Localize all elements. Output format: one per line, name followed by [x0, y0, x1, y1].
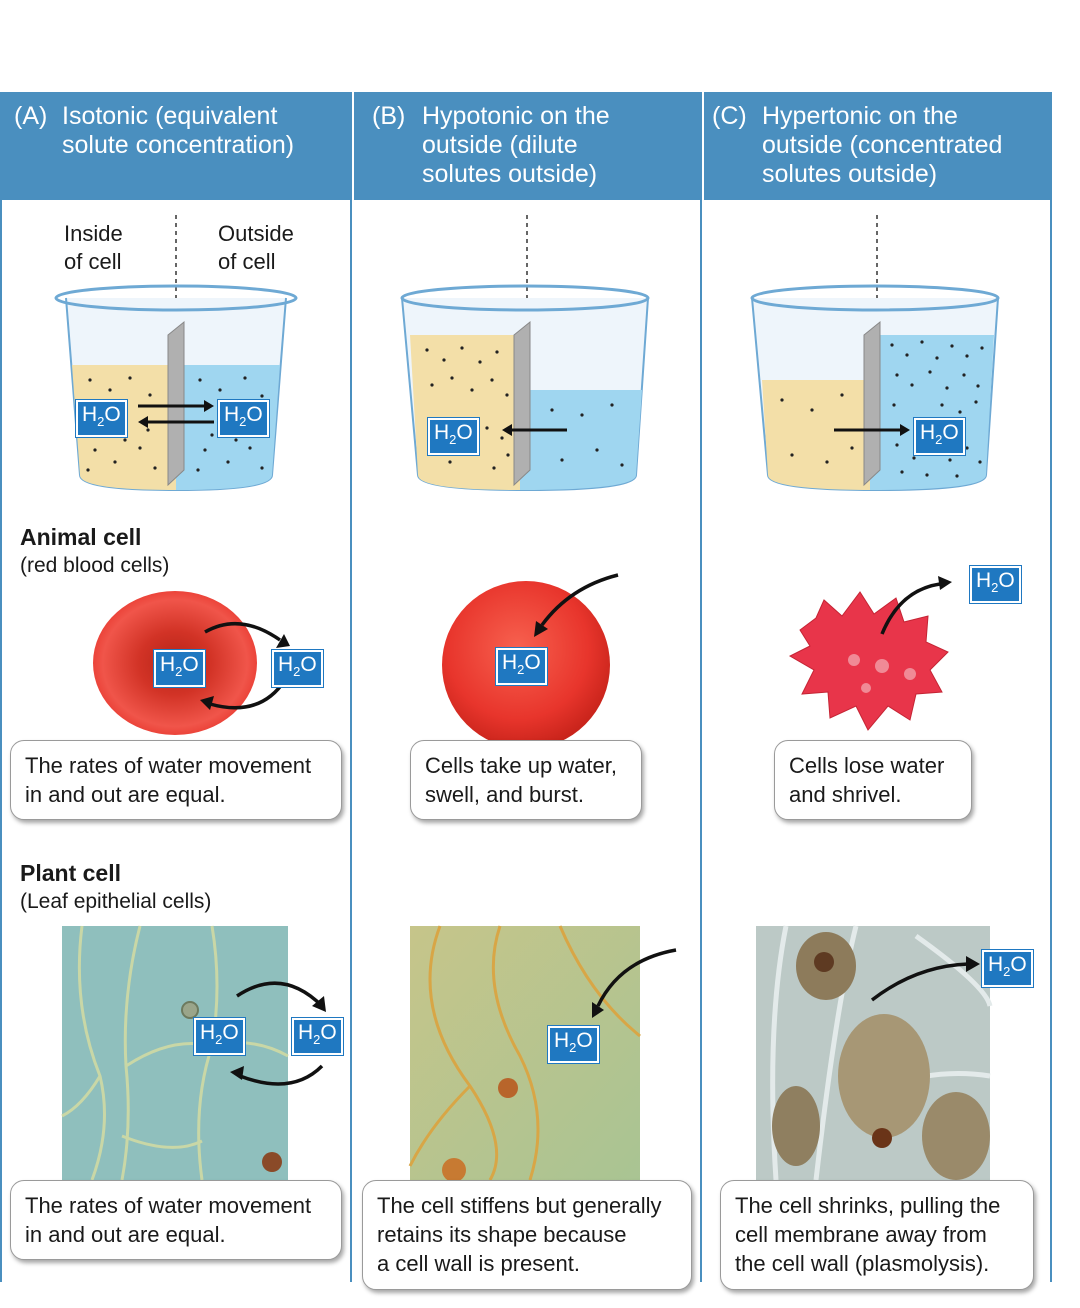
header-title: Hypertonic on the outside (concentrated …: [762, 102, 1003, 188]
header-hypotonic: (B) Hypotonic on the outside (dilute sol…: [354, 92, 700, 200]
plant-caption-hypertonic: The cell shrinks, pulling the cell membr…: [720, 1180, 1034, 1290]
h2o-tag: H2O: [194, 1018, 245, 1056]
animal-caption-isotonic: The rates of water movement in and out a…: [10, 740, 342, 820]
inside-of-cell-label: Inside of cell: [64, 221, 123, 274]
h2o-tag: H2O: [548, 1026, 599, 1064]
h2o-tag: H2O: [982, 950, 1033, 988]
rbc-hypertonic: [788, 576, 952, 731]
beaker-hypotonic: [400, 215, 650, 492]
beaker-hypertonic: [750, 215, 1000, 492]
h2o-tag: H2O: [272, 650, 323, 688]
beaker-isotonic: [54, 215, 298, 492]
animal-cell-subtitle: (red blood cells): [20, 554, 170, 577]
column-b-frame: [352, 92, 702, 1282]
column-a-frame: [0, 92, 352, 1282]
header-letter: (A): [14, 102, 48, 130]
header-letter: (C): [712, 102, 747, 130]
h2o-tag: H2O: [76, 400, 127, 438]
h2o-tag: H2O: [218, 400, 269, 438]
plant-caption-isotonic: The rates of water movement in and out a…: [10, 1180, 342, 1260]
animal-cell-title: Animal cell: [20, 524, 142, 550]
leaf-cells-hypotonic: [408, 925, 677, 1182]
plant-cell-title: Plant cell: [20, 860, 121, 886]
header-hypertonic: (C) Hypertonic on the outside (concentra…: [704, 92, 1052, 200]
animal-caption-hypotonic: Cells take up water, swell, and burst.: [410, 740, 642, 820]
animal-caption-hypertonic: Cells lose water and shrivel.: [774, 740, 972, 820]
header-title: Hypotonic on the outside (dilute solutes…: [422, 102, 610, 188]
header-letter: (B): [372, 102, 406, 130]
h2o-tag: H2O: [292, 1018, 343, 1056]
leaf-cells-hypertonic: [756, 925, 993, 1181]
plant-cell-subtitle: (Leaf epithelial cells): [20, 890, 212, 913]
leaf-cells-isotonic: [61, 925, 326, 1181]
h2o-tag: H2O: [154, 650, 205, 688]
header-title: Isotonic (equivalent solute concentratio…: [62, 102, 295, 159]
column-c-frame: [702, 92, 1052, 1282]
h2o-tag: H2O: [428, 418, 479, 456]
h2o-tag: H2O: [496, 648, 547, 686]
h2o-tag: H2O: [970, 566, 1021, 604]
outside-of-cell-label: Outside of cell: [218, 221, 294, 274]
plant-caption-hypotonic: The cell stiffens but generally retains …: [362, 1180, 692, 1290]
header-isotonic: (A) Isotonic (equivalent solute concentr…: [0, 92, 352, 200]
h2o-tag: H2O: [914, 418, 965, 456]
